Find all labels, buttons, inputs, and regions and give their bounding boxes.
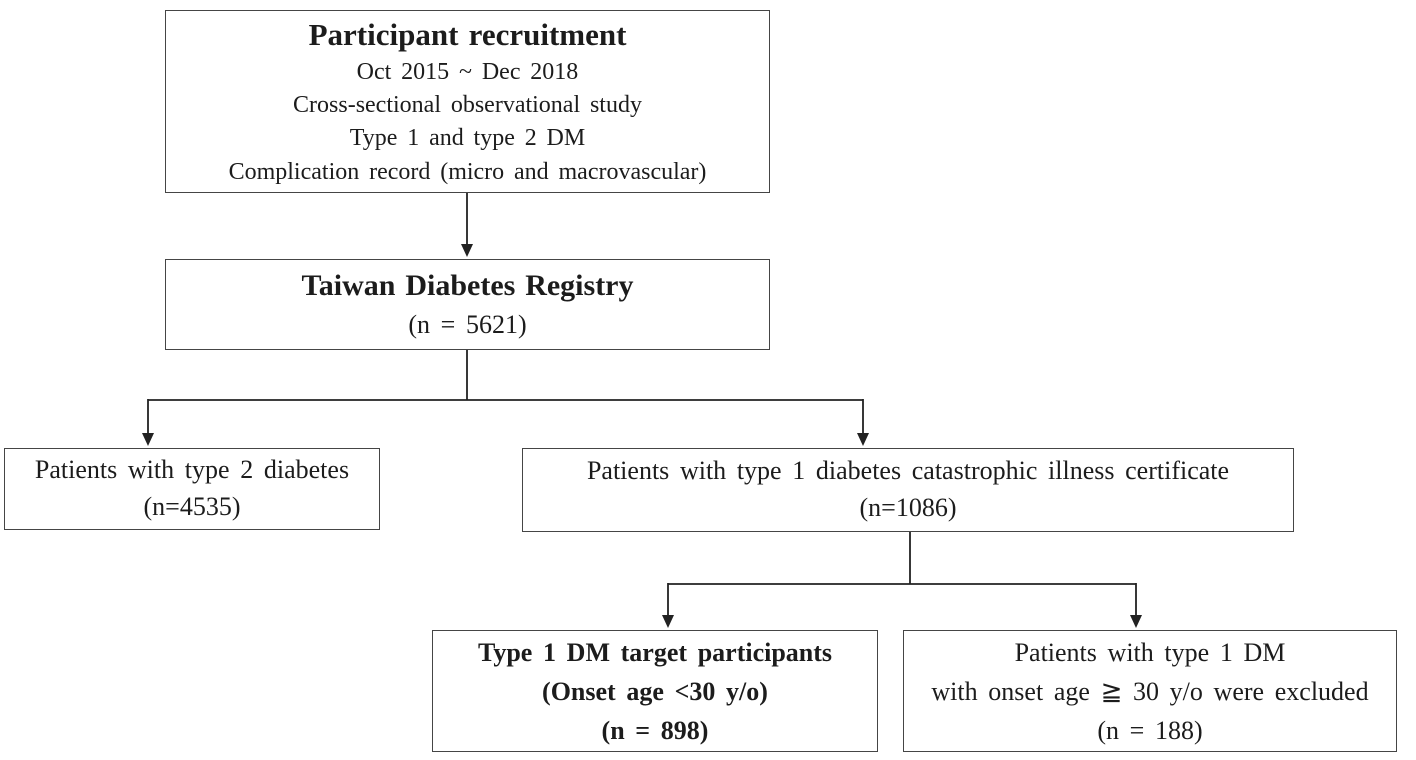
recruitment-period: Oct 2015 ~ Dec 2018 <box>356 59 579 86</box>
arrowhead-registry <box>461 244 473 257</box>
excluded-box: Patients with type 1 DM with onset age ≧… <box>903 630 1397 752</box>
type2-count: (n=4535) <box>143 492 241 521</box>
recruitment-complication: Complication record (micro and macrovasc… <box>228 158 707 185</box>
target-line1: Type 1 DM target participants <box>477 637 833 667</box>
registry-title: Taiwan Diabetes Registry <box>301 269 634 303</box>
recruitment-dm-types: Type 1 and type 2 DM <box>349 125 586 152</box>
recruitment-box: Participant recruitment Oct 2015 ~ Dec 2… <box>165 10 770 193</box>
arrowhead-excluded <box>1130 615 1142 628</box>
recruitment-title: Participant recruitment <box>308 17 627 53</box>
recruitment-study-type: Cross-sectional observational study <box>293 92 642 119</box>
type2-box: Patients with type 2 diabetes (n=4535) <box>4 448 380 530</box>
arrowhead-target <box>662 615 674 628</box>
target-count: (n = 898) <box>601 715 709 745</box>
arrowhead-type1cert <box>857 433 869 446</box>
excluded-count: (n = 188) <box>1097 715 1203 745</box>
target-participants-box: Type 1 DM target participants (Onset age… <box>432 630 878 752</box>
registry-box: Taiwan Diabetes Registry (n = 5621) <box>165 259 770 350</box>
excluded-line2: with onset age ≧ 30 y/o were excluded <box>931 676 1369 706</box>
type1-certificate-box: Patients with type 1 diabetes catastroph… <box>522 448 1294 532</box>
target-line2: (Onset age <30 y/o) <box>542 676 768 706</box>
arrowhead-type2 <box>142 433 154 446</box>
type1-certificate-count: (n=1086) <box>859 493 957 522</box>
type1-certificate-text: Patients with type 1 diabetes catastroph… <box>586 456 1230 486</box>
excluded-line1: Patients with type 1 DM <box>1014 637 1286 667</box>
registry-count: (n = 5621) <box>408 309 527 339</box>
type2-text: Patients with type 2 diabetes <box>34 455 350 485</box>
